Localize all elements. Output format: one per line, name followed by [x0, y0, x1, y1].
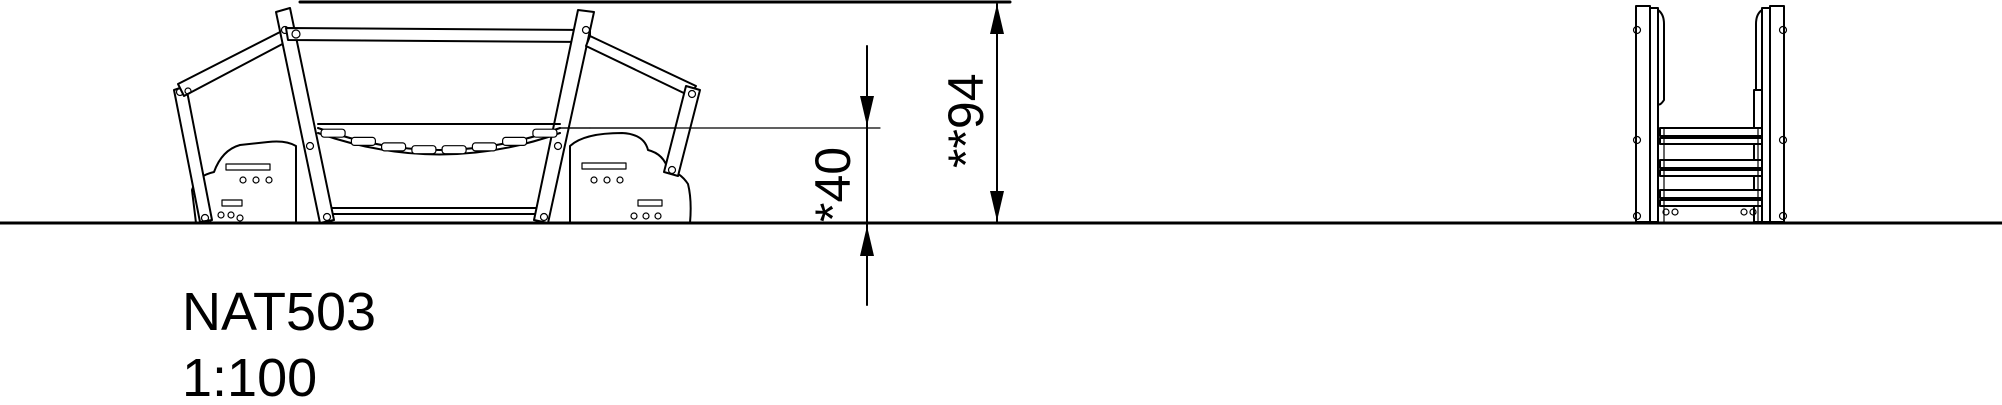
rope-bridge	[317, 123, 561, 156]
front-planks	[1659, 127, 1763, 223]
dimension-small: *40	[559, 45, 881, 306]
model-code: NAT503	[182, 282, 376, 342]
bridge-plank	[502, 136, 528, 146]
bridge-plank	[471, 142, 497, 152]
left-main-post	[275, 7, 335, 224]
bridge-plank	[441, 145, 467, 155]
title-block: NAT503 1:100	[182, 282, 376, 405]
bridge-plank	[381, 142, 407, 152]
right-main-post	[533, 9, 595, 224]
bridge-plank	[411, 145, 437, 155]
top-frame	[285, 27, 591, 43]
front-elevation-view	[1632, 5, 1788, 223]
side-elevation-view	[173, 0, 1012, 224]
bridge-plank	[350, 136, 376, 146]
drawing-scale: 1:100	[182, 348, 317, 400]
bridge-plank	[320, 128, 346, 138]
lower-cross-beam	[329, 207, 541, 215]
bridge-planks	[320, 128, 558, 155]
right-top-rail	[585, 35, 697, 97]
front-left-post	[1632, 5, 1665, 223]
dimension-large: **94	[938, 3, 1004, 223]
left-top-rail	[177, 29, 291, 97]
right-base-block	[569, 132, 692, 224]
right-outer-brace	[663, 85, 701, 177]
bridge-plank	[532, 128, 558, 138]
dimension-large-label: **94	[938, 73, 994, 168]
dimension-small-label: *40	[805, 147, 861, 222]
